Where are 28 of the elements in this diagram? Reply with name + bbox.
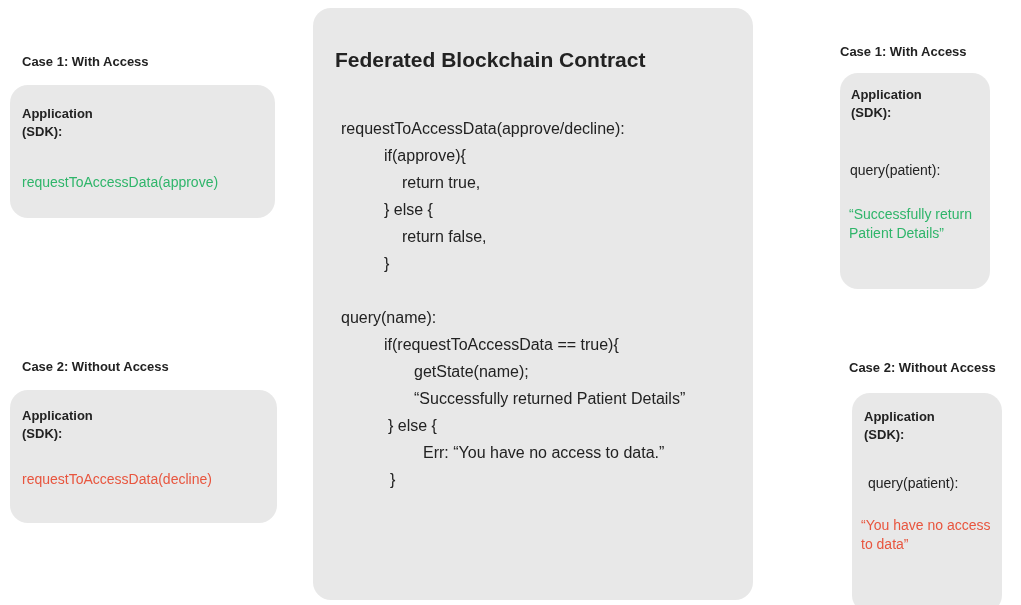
- code-line: } else {: [388, 416, 437, 436]
- code-line: “Successfully returned Patient Details”: [414, 389, 686, 409]
- code-text: “You have no access to data”: [861, 516, 992, 554]
- application-label: Application (SDK):: [22, 105, 94, 141]
- code-line: }: [384, 254, 390, 274]
- contract-title: Federated Blockchain Contract: [335, 47, 646, 73]
- code-line: return true,: [402, 173, 481, 193]
- code-text: query(patient):: [868, 474, 959, 493]
- code-text: requestToAccessData(decline): [22, 470, 212, 489]
- case-heading: Case 1: With Access: [22, 53, 149, 71]
- code-line: }: [390, 470, 396, 490]
- code-text: query(patient):: [850, 161, 941, 180]
- application-label: Application (SDK):: [851, 86, 923, 122]
- code-line: if(requestToAccessData == true){: [384, 335, 619, 355]
- code-line: query(name):: [341, 308, 437, 328]
- case-heading: Case 2: Without Access: [849, 359, 996, 377]
- code-text: requestToAccessData(approve): [22, 173, 219, 192]
- code-line: return false,: [402, 227, 487, 247]
- case-heading: Case 2: Without Access: [22, 358, 169, 376]
- code-line: if(approve){: [384, 146, 466, 166]
- code-line: getState(name);: [414, 362, 529, 382]
- application-label: Application (SDK):: [864, 408, 936, 444]
- code-text: “Successfully return Patient Details”: [849, 205, 973, 243]
- code-line: Err: “You have no access to data.”: [423, 443, 665, 463]
- code-line: requestToAccessData(approve/decline):: [341, 119, 625, 139]
- case-heading: Case 1: With Access: [840, 43, 967, 61]
- code-line: } else {: [384, 200, 433, 220]
- application-label: Application (SDK):: [22, 407, 94, 443]
